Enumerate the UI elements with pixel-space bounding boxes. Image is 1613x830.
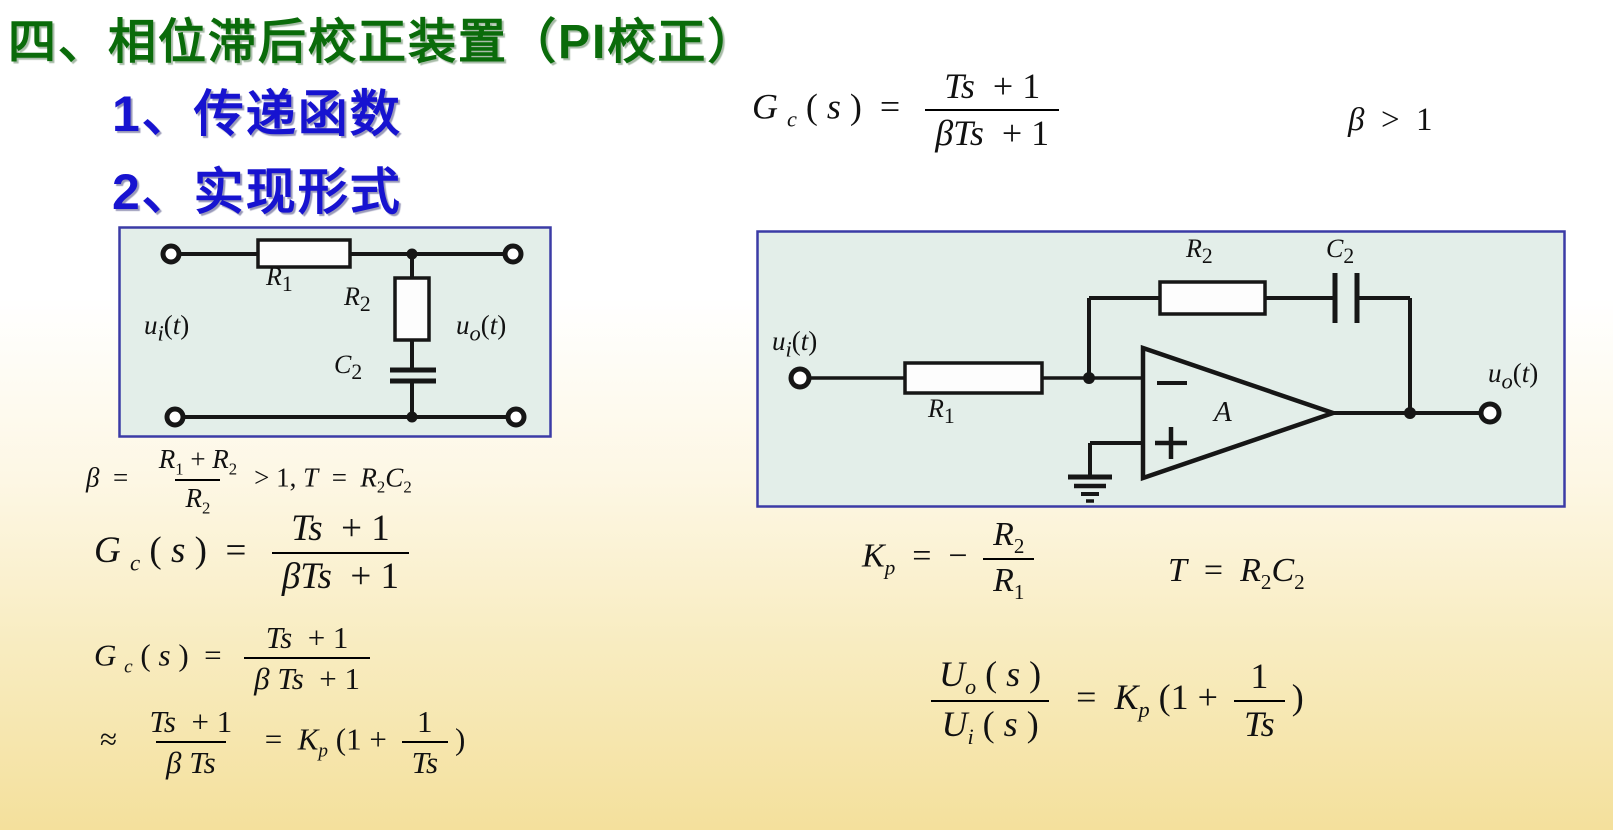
- input-terminal-top: [160, 243, 182, 265]
- junction-dot: [1404, 407, 1416, 419]
- page-title: 四、相位滞后校正装置（PI校正）: [8, 16, 758, 69]
- label-r1: R1: [266, 262, 293, 297]
- label-ui: ui(t): [144, 310, 190, 346]
- label-uo: uo(t): [456, 310, 507, 346]
- junction-dot: [406, 411, 418, 423]
- rc-lag-network-diagram: [118, 226, 552, 438]
- opamp-triangle: [1140, 344, 1340, 482]
- input-terminal-bottom: [164, 406, 186, 428]
- rc-lag-network-svg: [118, 226, 552, 438]
- input-terminal: [788, 366, 812, 390]
- label-opamp-a: A: [1214, 396, 1232, 428]
- label-c2: C2: [1326, 234, 1355, 269]
- heading-implementation: 2、实现形式: [112, 164, 402, 220]
- resistor-r2: [393, 276, 431, 342]
- opamp-pi-circuit-svg: [756, 230, 1566, 508]
- formula-t-definition: T = R2C2: [1168, 552, 1305, 594]
- label-c2: C2: [334, 350, 363, 385]
- resistor-r2: [1158, 280, 1267, 316]
- formula-beta-gt-1: β > 1: [1348, 102, 1433, 138]
- output-terminal-top: [502, 243, 524, 265]
- circuit-frame: [756, 230, 1566, 508]
- label-r1: R1: [928, 394, 955, 429]
- label-ui: ui(t): [772, 326, 818, 362]
- label-r2: R2: [344, 282, 371, 317]
- opamp-pi-circuit-diagram: [756, 230, 1566, 508]
- resistor-r1: [903, 361, 1044, 395]
- resistor-r1: [256, 238, 352, 269]
- output-terminal-bottom: [505, 406, 527, 428]
- heading-transfer-function: 1、传递函数: [112, 86, 402, 142]
- label-uo: uo(t): [1488, 358, 1539, 394]
- output-terminal: [1478, 401, 1502, 425]
- label-r2: R2: [1186, 234, 1213, 269]
